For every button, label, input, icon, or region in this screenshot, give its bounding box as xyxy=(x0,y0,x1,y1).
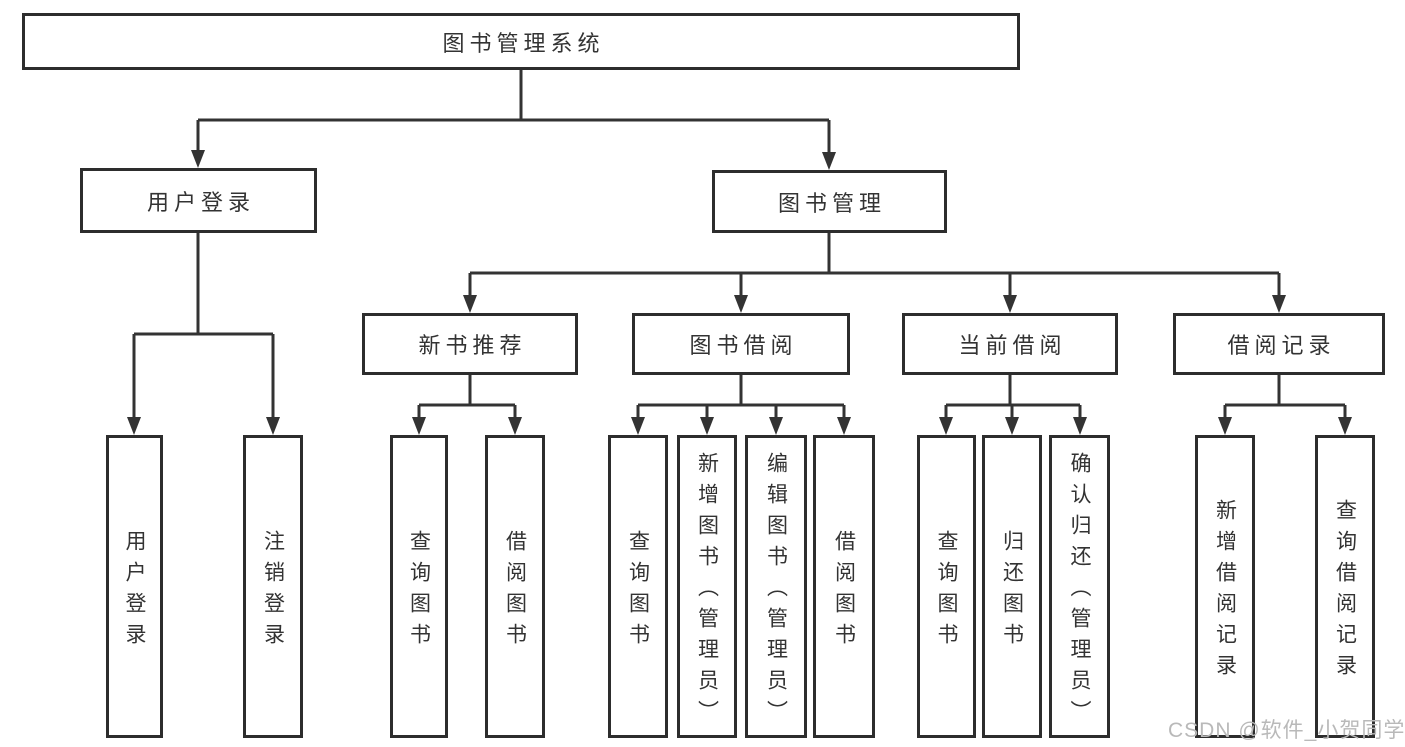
leaf-label: 查询图书 xyxy=(626,529,650,654)
leaf-label: 新增图书（管理员） xyxy=(695,452,719,731)
leaf-add-books-admin: 新增图书（管理员） xyxy=(677,435,737,738)
node-library-management-system: 图书管理系统 xyxy=(22,13,1020,70)
leaf-label: 归还图书 xyxy=(1000,529,1024,654)
node-new-book-recommend: 新书推荐 xyxy=(362,313,578,375)
leaf-label: 查询借阅记录 xyxy=(1333,498,1357,685)
node-label: 图书管理系统 xyxy=(442,30,605,56)
leaf-return-books: 归还图书 xyxy=(982,435,1042,738)
leaf-label: 查询图书 xyxy=(407,529,431,654)
node-current-borrowing: 当前借阅 xyxy=(902,313,1118,375)
node-label: 图书管理 xyxy=(777,190,886,216)
leaf-confirm-return-admin: 确认归还（管理员） xyxy=(1049,435,1110,738)
node-user-login: 用户登录 xyxy=(80,168,317,233)
leaf-query-books-current: 查询图书 xyxy=(917,435,976,738)
leaf-label: 注销登录 xyxy=(261,529,285,654)
leaf-edit-books-admin: 编辑图书（管理员） xyxy=(745,435,807,738)
leaf-query-borrow-record: 查询借阅记录 xyxy=(1315,435,1375,738)
leaf-label: 编辑图书（管理员） xyxy=(764,452,788,731)
leaf-label: 用户登录 xyxy=(123,529,146,654)
leaf-label: 借阅图书 xyxy=(832,529,856,654)
node-borrowing-records: 借阅记录 xyxy=(1173,313,1385,375)
leaf-query-books-recommend: 查询图书 xyxy=(390,435,448,738)
node-label: 当前借阅 xyxy=(958,333,1067,358)
leaf-borrow-books-recommend: 借阅图书 xyxy=(485,435,545,738)
leaf-label: 确认归还（管理员） xyxy=(1068,452,1091,731)
leaf-label: 新增借阅记录 xyxy=(1213,498,1237,685)
leaf-label: 查询图书 xyxy=(935,529,958,654)
node-label: 借阅记录 xyxy=(1227,333,1336,358)
node-label: 图书借阅 xyxy=(689,333,798,358)
leaf-query-books-borrowing: 查询图书 xyxy=(608,435,668,738)
node-label: 用户登录 xyxy=(146,189,255,215)
leaf-add-borrow-record: 新增借阅记录 xyxy=(1195,435,1255,738)
leaf-borrow-books-borrowing: 借阅图书 xyxy=(813,435,875,738)
node-label: 新书推荐 xyxy=(418,333,527,358)
leaf-user-login: 用户登录 xyxy=(106,435,163,738)
node-book-borrowing: 图书借阅 xyxy=(632,313,850,375)
leaf-logout-login: 注销登录 xyxy=(243,435,303,738)
node-book-management: 图书管理 xyxy=(712,170,947,233)
leaf-label: 借阅图书 xyxy=(503,529,527,654)
csdn-watermark: CSDN @软件_小贺同学 xyxy=(1168,719,1405,742)
